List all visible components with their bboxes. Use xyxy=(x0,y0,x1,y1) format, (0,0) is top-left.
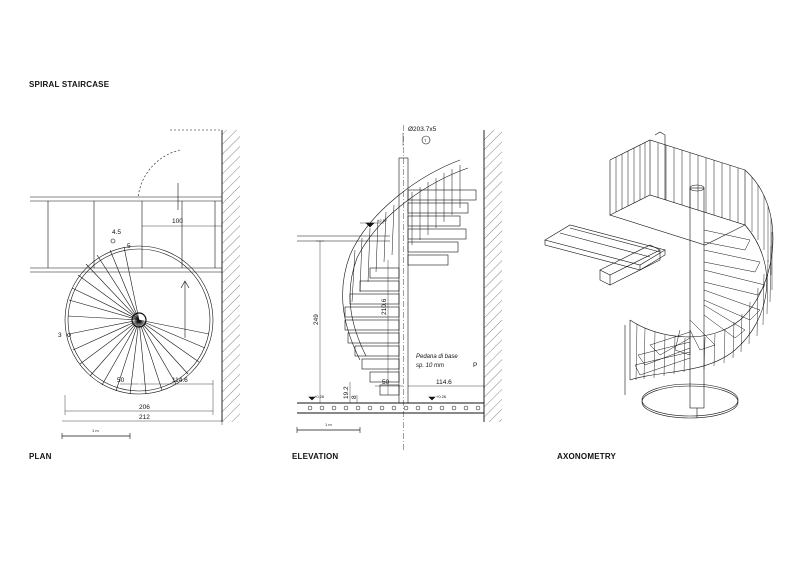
elevation-drawing xyxy=(296,125,502,450)
plan-scale-label: 1 m xyxy=(92,428,99,433)
elevation-t-mark: T xyxy=(424,138,427,143)
plan-dim-100: 100 xyxy=(172,218,183,225)
axon-upper-railing xyxy=(615,142,739,223)
plan-dim-114-6: 114.6 xyxy=(172,377,188,384)
axonometry-drawing xyxy=(544,131,774,419)
elevation-dim-50: 50 xyxy=(382,379,390,386)
elevation-labels: Ø203.7x5 T 249 210.6 19.2 8 50 114.6 Ped… xyxy=(313,126,477,427)
axon-column xyxy=(689,187,705,409)
axon-helix-balusters xyxy=(635,177,773,381)
plan-wall-hatch xyxy=(222,130,240,422)
elevation-note-line2: sp. 10 mm xyxy=(416,363,444,369)
elevation-level-top: +2.57 xyxy=(377,218,388,223)
elevation-note-line1: Pedana di base xyxy=(416,354,458,360)
plan-drawing xyxy=(30,129,240,439)
elevation-steps xyxy=(344,189,477,396)
elevation-balusters xyxy=(351,165,461,303)
plan-center-column xyxy=(131,312,147,328)
caption-plan: PLAN xyxy=(29,452,52,461)
elevation-dim-8: 8 xyxy=(351,395,358,399)
plan-treads xyxy=(67,246,210,395)
plan-dim-4-5: 4.5 xyxy=(112,229,121,236)
elevation-dim-19-2: 19.2 xyxy=(343,386,350,399)
plan-dim-212: 212 xyxy=(139,414,150,421)
page-title: SPIRAL STAIRCASE xyxy=(29,80,110,89)
plan-stair-outline xyxy=(64,245,214,395)
elevation-level-right: +0.26 xyxy=(436,394,447,399)
elevation-note-p: P xyxy=(473,362,477,369)
axon-base-plate xyxy=(641,383,739,417)
elevation-dim-249: 249 xyxy=(313,314,320,325)
elevation-wall-hatch xyxy=(484,130,502,422)
elevation-diameter-label: Ø203.7x5 xyxy=(408,126,437,133)
plan-dim-5: 5 xyxy=(127,243,131,250)
elevation-dim-114-6: 114.6 xyxy=(436,379,452,386)
plan-dim-50: 50 xyxy=(117,377,125,384)
axon-upper-landing xyxy=(609,194,746,246)
axon-helix-rail xyxy=(629,169,774,338)
axon-steps xyxy=(634,229,766,376)
plan-dim-206: 206 xyxy=(139,404,150,411)
caption-elevation: ELEVATION xyxy=(292,452,339,461)
caption-axonometry: AXONOMETRY xyxy=(557,452,617,461)
elevation-level-left: +0.26 xyxy=(314,394,325,399)
plan-dim-3: 3 xyxy=(58,332,62,339)
elevation-dim-210-6: 210.6 xyxy=(381,298,388,315)
elevation-floor-pattern xyxy=(307,405,481,411)
elevation-helix-outer xyxy=(342,159,461,361)
plan-dimension-labels: 100 4.5 5 3 50 114.6 206 212 1 m xyxy=(58,218,188,433)
elevation-scale-label: 1 m xyxy=(325,422,332,427)
